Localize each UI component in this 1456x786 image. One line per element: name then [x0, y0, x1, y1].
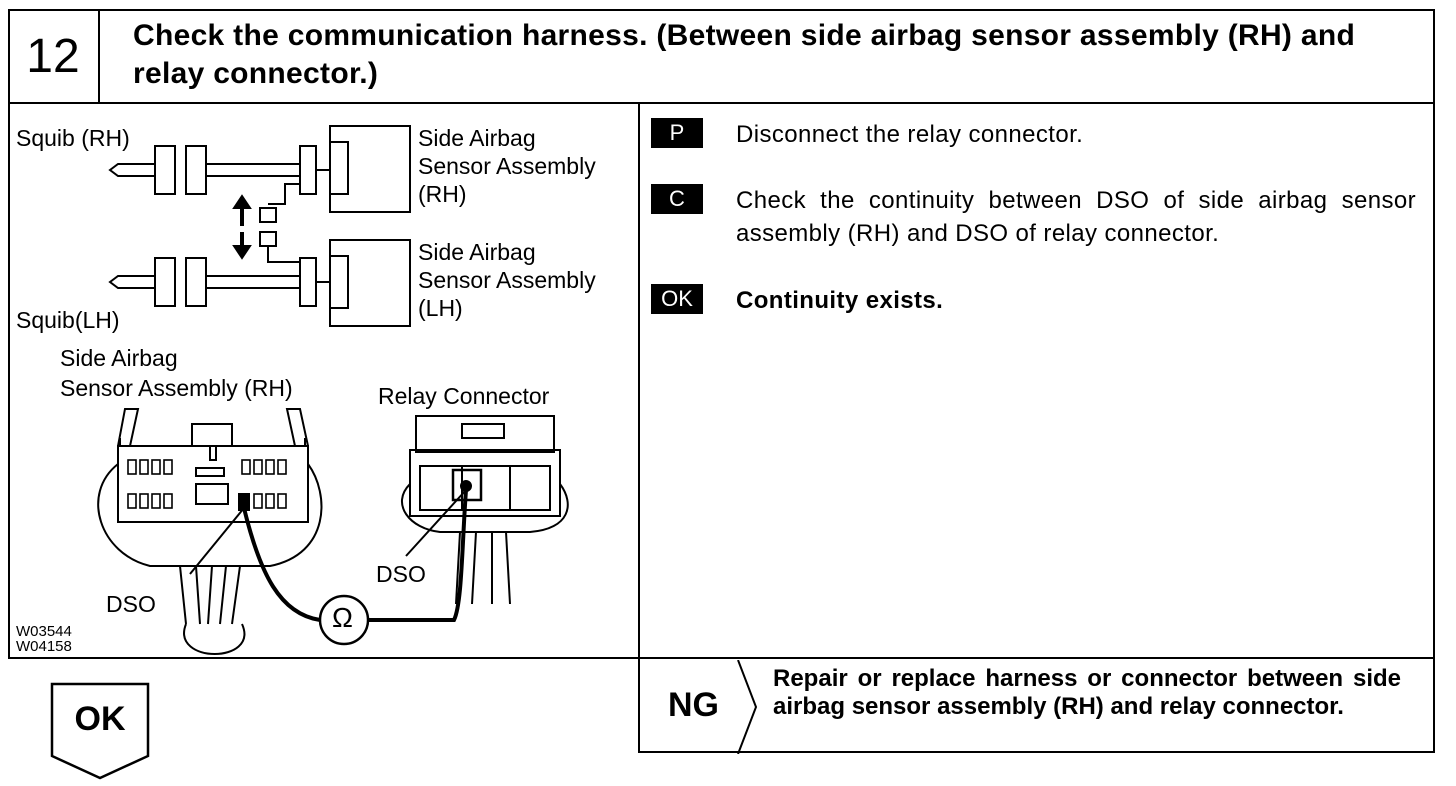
sensor-rh-plug	[299, 145, 317, 195]
instruction-ok: OK Continuity exists.	[651, 284, 1416, 317]
sensor-lh-label-1: Side Airbag	[418, 239, 536, 265]
sensor-lh-label-2: Sensor Assembly	[418, 267, 596, 293]
dso-pin-sensor	[238, 493, 250, 511]
sensor-rh-label-2: Sensor Assembly	[418, 153, 596, 179]
squib-lh-connector-a	[154, 257, 176, 307]
dso-pin-relay	[460, 480, 472, 492]
relay-connector-caption: Relay Connector	[378, 383, 550, 409]
squib-lh-plug	[108, 275, 156, 289]
tag-ok: OK	[651, 284, 703, 314]
ohm-symbol: Ω	[332, 602, 353, 633]
ohmmeter	[318, 594, 370, 646]
ng-result-box	[638, 657, 1435, 753]
procedure-frame	[8, 9, 1435, 659]
figure-code-1: W03544	[16, 623, 72, 640]
wiring-diagram: Squib (RH) Squib(LH) Side Airbag Sensor …	[10, 104, 638, 657]
diagram-graphics	[97, 125, 569, 655]
ok-label: OK	[74, 700, 126, 738]
squib-rh-label: Squib (RH)	[16, 125, 130, 151]
step-header	[8, 9, 1435, 104]
dso-label-relay: DSO	[376, 561, 426, 587]
ng-chevron-icon	[737, 660, 758, 754]
squib-rh-connector-b	[185, 145, 207, 195]
squib-lh-connector-b	[185, 257, 207, 307]
instruction-prepare: P Disconnect the relay connector.	[651, 118, 1416, 151]
relay-harness-loop	[400, 483, 569, 533]
step-title: Check the communication harness. (Betwee…	[133, 19, 1356, 90]
sensor-lh-box	[329, 239, 411, 327]
column-divider	[638, 102, 640, 753]
sensor-lh-label-3: (LH)	[418, 295, 463, 321]
sensor-rh-label-1: Side Airbag	[418, 125, 536, 151]
tag-p: P	[651, 118, 703, 148]
sensor-harness-loop	[97, 463, 323, 567]
relay-connector-top	[259, 207, 277, 223]
squib-lh-label: Squib(LH)	[16, 307, 120, 333]
squib-rh-plug	[108, 163, 156, 177]
connector-caption-1: Side Airbag	[60, 345, 178, 371]
test-lead-right	[368, 489, 468, 622]
ok-arrow-shape	[50, 682, 150, 780]
ng-text: Repair or replace harness or connector b…	[773, 665, 1401, 720]
figure-code-2: W04158	[16, 638, 72, 655]
ng-label: NG	[668, 686, 719, 724]
tag-c: C	[651, 184, 703, 214]
connector-caption-2: Sensor Assembly (RH)	[60, 375, 293, 401]
sensor-lh-plug	[299, 257, 317, 307]
dso-label-sensor: DSO	[106, 591, 156, 617]
sensor-rh-label-3: (RH)	[418, 181, 467, 207]
relay-connector-top-body	[415, 415, 555, 453]
test-lead-left	[242, 507, 321, 622]
connector-latch-right	[285, 408, 309, 447]
step-number: 12	[8, 9, 100, 104]
squib-rh-connector-a	[154, 145, 176, 195]
instruction-check: C Check the continuity between DSO of si…	[651, 184, 1416, 250]
relay-connector-bottom	[259, 231, 277, 247]
sensor-rh-box	[329, 125, 411, 213]
instruction-check-text: Check the continuity between DSO of side…	[736, 187, 1416, 247]
instruction-ok-text: Continuity exists.	[736, 287, 944, 314]
instruction-prepare-text: Disconnect the relay connector.	[736, 121, 1084, 148]
connector-latch-left	[117, 408, 140, 447]
relay-connector-body	[409, 449, 561, 517]
